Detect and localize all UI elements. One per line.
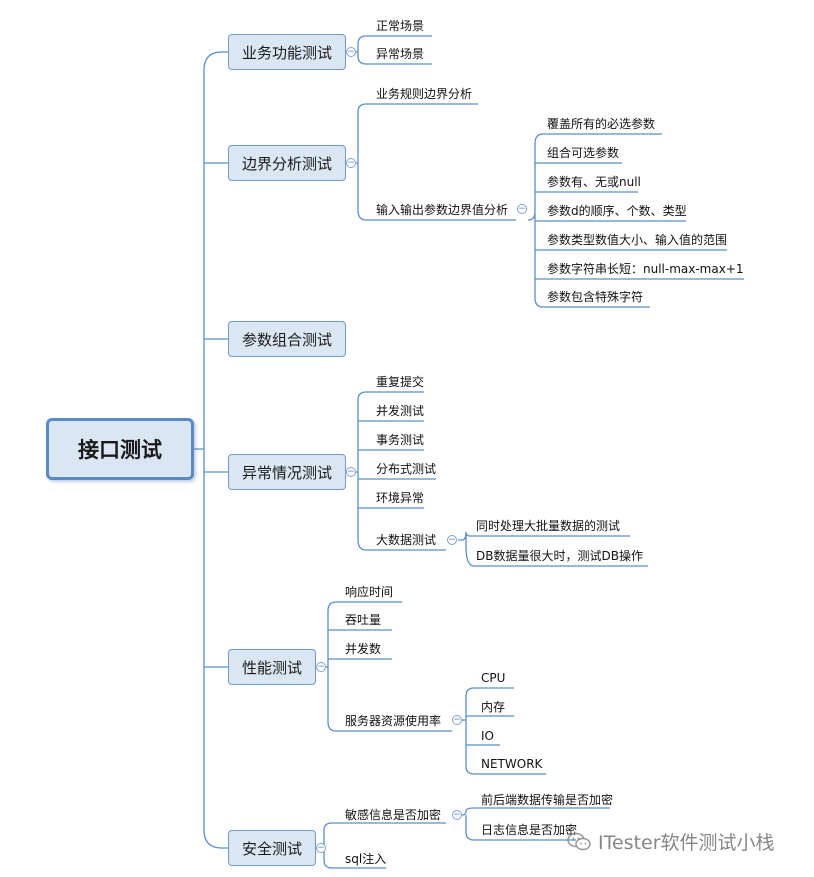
connector-bigdata-children: [458, 531, 648, 567]
connector-io-children: [527, 133, 744, 308]
leaf-perf-item[interactable]: 并发数: [345, 642, 382, 656]
leaf-resource-item[interactable]: IO: [481, 729, 494, 743]
node-boundary-test-label: 边界分析测试: [241, 154, 332, 173]
collapse-glyph: −: [317, 842, 325, 853]
leaf-io-item[interactable]: 参数类型数值大小、输入值的范围: [547, 233, 728, 247]
connector-encrypt-children: [458, 807, 610, 841]
watermark: ITester软件测试小栈: [566, 828, 775, 855]
node-combo-test[interactable]: 参数组合测试: [228, 321, 346, 357]
root-label: 接口测试: [78, 438, 162, 462]
leaf-bigdata-item[interactable]: 同时处理大批量数据的测试: [476, 519, 621, 533]
leaf-abnormal-scenario[interactable]: 异常场景: [376, 47, 425, 61]
leaf-normal-scenario[interactable]: 正常场景: [376, 19, 425, 33]
node-perf-test-label: 性能测试: [241, 658, 302, 677]
connector-root-trunk: [194, 70, 205, 830]
node-boundary-test[interactable]: 边界分析测试: [228, 145, 346, 181]
collapse-perf-icon[interactable]: −: [316, 662, 326, 672]
leaf-io-item[interactable]: 参数包含特殊字符: [547, 290, 644, 304]
leaf-sensitive-encrypt[interactable]: 敏感信息是否加密: [345, 808, 442, 822]
node-business-test[interactable]: 业务功能测试: [228, 34, 346, 70]
connector-perf-children: [316, 601, 452, 732]
collapse-glyph: −: [317, 661, 325, 672]
root-node[interactable]: 接口测试: [46, 418, 194, 480]
leaf-exception-item[interactable]: 环境异常: [376, 491, 425, 505]
leaf-bigdata-test[interactable]: 大数据测试: [376, 533, 437, 547]
leaf-io-item[interactable]: 参数有、无或null: [547, 175, 641, 189]
leaf-io-item[interactable]: 参数d的顺序、个数、类型: [547, 204, 687, 218]
node-combo-test-label: 参数组合测试: [241, 330, 332, 349]
leaf-perf-item[interactable]: 吞吐量: [345, 613, 382, 627]
leaf-perf-item[interactable]: 响应时间: [345, 585, 394, 599]
leaf-exception-item[interactable]: 重复提交: [376, 375, 425, 389]
collapse-boundary-icon[interactable]: −: [346, 158, 356, 168]
node-security-test-label: 安全测试: [241, 839, 302, 858]
leaf-resource-item[interactable]: NETWORK: [481, 757, 543, 771]
leaf-exception-item[interactable]: 分布式测试: [376, 462, 437, 476]
node-exception-test-label: 异常情况测试: [241, 463, 332, 482]
collapse-glyph: −: [448, 534, 456, 545]
collapse-glyph: −: [518, 203, 526, 214]
leaf-sql-injection[interactable]: sql注入: [345, 852, 387, 866]
node-security-test[interactable]: 安全测试: [228, 830, 316, 866]
collapse-resource-icon[interactable]: −: [452, 715, 462, 725]
leaf-bigdata-item[interactable]: DB数据量很大时，测试DB操作: [476, 549, 643, 563]
collapse-bigdata-icon[interactable]: −: [447, 535, 457, 545]
collapse-exception-icon[interactable]: −: [346, 467, 356, 477]
collapse-encrypt-icon[interactable]: −: [452, 810, 462, 820]
leaf-io-boundary[interactable]: 输入输出参数边界值分析: [376, 203, 509, 217]
node-perf-test[interactable]: 性能测试: [228, 649, 316, 685]
collapse-security-icon[interactable]: −: [316, 843, 326, 853]
node-business-test-label: 业务功能测试: [241, 43, 332, 62]
leaf-io-item[interactable]: 参数字符串长短：null-max-max+1: [547, 262, 744, 276]
leaf-server-resource[interactable]: 服务器资源使用率: [345, 714, 442, 728]
leaf-encrypt-item[interactable]: 日志信息是否加密: [481, 823, 578, 837]
connector-to-security: [203, 829, 228, 849]
leaf-business-rule-boundary[interactable]: 业务规则边界分析: [376, 87, 473, 101]
collapse-glyph: −: [453, 714, 461, 725]
collapse-glyph: −: [347, 46, 355, 57]
leaf-io-item[interactable]: 覆盖所有的必选参数: [547, 117, 656, 131]
collapse-glyph: −: [453, 809, 461, 820]
collapse-business-icon[interactable]: −: [346, 47, 356, 57]
collapse-glyph: −: [347, 157, 355, 168]
leaf-exception-item[interactable]: 并发测试: [376, 404, 425, 418]
watermark-text: ITester软件测试小栈: [598, 832, 775, 854]
leaf-resource-item[interactable]: 内存: [481, 700, 506, 714]
connector-to-business: [203, 51, 228, 71]
collapse-io-icon[interactable]: −: [517, 204, 527, 214]
collapse-glyph: −: [347, 466, 355, 477]
leaf-encrypt-item[interactable]: 前后端数据传输是否加密: [481, 793, 614, 807]
leaf-resource-item[interactable]: CPU: [481, 671, 506, 685]
leaf-exception-item[interactable]: 事务测试: [376, 433, 425, 447]
connector-resource-children: [462, 687, 546, 775]
leaf-io-item[interactable]: 组合可选参数: [547, 146, 620, 160]
wechat-icon: [567, 832, 591, 850]
node-exception-test[interactable]: 异常情况测试: [228, 454, 346, 490]
